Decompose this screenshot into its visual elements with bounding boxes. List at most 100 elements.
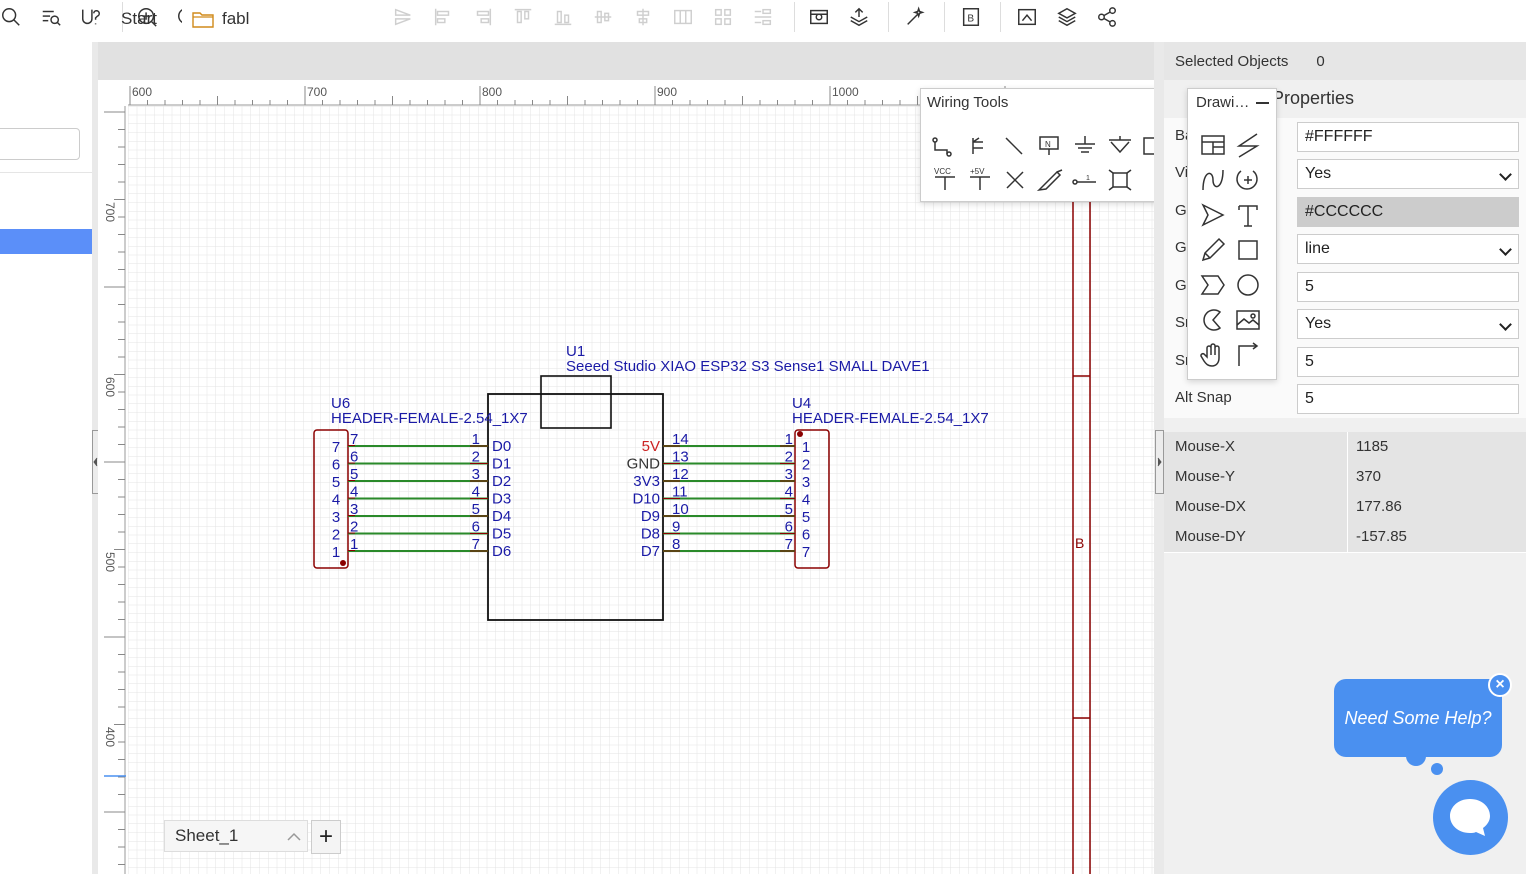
circle-icon[interactable]	[1233, 270, 1263, 300]
probe-icon[interactable]	[1035, 166, 1065, 194]
image-icon[interactable]	[1233, 305, 1263, 335]
hand-pan-icon[interactable]	[1198, 340, 1228, 370]
arrange-icon	[750, 4, 776, 30]
layers-up-icon[interactable]	[846, 4, 872, 30]
grid-color-value: #CCCCCC	[1305, 203, 1384, 220]
arrow-icon[interactable]	[1198, 200, 1228, 230]
mouse-x-label: Mouse-X	[1175, 438, 1236, 455]
dimension-icon[interactable]	[1233, 340, 1263, 370]
left-divider	[0, 172, 92, 173]
align-middle-icon	[590, 4, 616, 30]
folder-icon	[192, 12, 214, 28]
tabs-bar	[98, 42, 1154, 80]
chat-icon	[1450, 799, 1490, 836]
help-bubble[interactable]: Need Some Help?	[1334, 679, 1502, 757]
mouse-y-label: Mouse-Y	[1175, 468, 1236, 485]
distribute-vertical-icon	[710, 4, 736, 30]
wiring-tools-title: Wiring Tools	[927, 94, 1009, 111]
grid-style-select[interactable]: line	[1297, 234, 1519, 264]
wire-icon[interactable]	[930, 132, 960, 160]
left-search-input[interactable]	[0, 128, 80, 160]
plus-5v-icon[interactable]: +5V	[965, 166, 995, 194]
background-color-field[interactable]: #FFFFFF	[1297, 122, 1519, 152]
chevron-left-icon	[93, 457, 98, 467]
sheet-tab-label: Sheet_1	[175, 826, 239, 845]
tab-fabl[interactable]: fabl	[182, 0, 380, 38]
grid-size-field[interactable]: 5	[1297, 272, 1519, 302]
image-export-icon[interactable]	[806, 4, 832, 30]
mouse-dx-value: 177.86	[1356, 498, 1402, 515]
ruler-left-label: 600	[103, 377, 117, 397]
group-icon[interactable]	[1105, 166, 1135, 194]
svg-text:1: 1	[1086, 175, 1090, 182]
right-collapse-handle[interactable]	[1155, 430, 1164, 494]
chevron-right-icon	[1157, 457, 1162, 467]
tab-start[interactable]: Start	[98, 0, 180, 38]
vcc-icon[interactable]: VCC	[930, 166, 960, 194]
lightning-line-icon[interactable]	[1233, 130, 1263, 160]
alt-snap-field[interactable]: 5	[1297, 384, 1519, 414]
pin-icon[interactable]: 1	[1070, 166, 1100, 194]
prop-label-visible: Vi	[1175, 164, 1189, 181]
ruler-left-label: 400	[103, 727, 117, 747]
ruler-left: 700 600 500 400	[98, 106, 126, 874]
grid-style-value: line	[1305, 240, 1330, 257]
bus-icon[interactable]	[965, 132, 995, 160]
pencil-icon[interactable]	[1198, 235, 1228, 265]
zoom-in-icon[interactable]	[134, 4, 160, 30]
bezier-curve-icon[interactable]	[1198, 165, 1228, 195]
arc-center-icon[interactable]	[1233, 165, 1263, 195]
alt-snap-value: 5	[1305, 390, 1314, 407]
find-text-icon[interactable]	[38, 4, 64, 30]
help-close-button[interactable]: ×	[1488, 673, 1512, 697]
search-icon[interactable]	[0, 4, 24, 30]
grid-color-field[interactable]: #CCCCCC	[1297, 197, 1519, 227]
tab-fabl-label: fabl	[222, 9, 250, 28]
align-center-icon	[630, 4, 656, 30]
sheet-tab[interactable]: Sheet_1	[164, 820, 308, 852]
snap-select[interactable]: Yes	[1297, 309, 1519, 339]
align-right-icon	[470, 4, 496, 30]
no-connect-icon[interactable]	[1000, 166, 1030, 194]
magic-wand-icon[interactable]	[902, 4, 928, 30]
drawing-tools-title: Drawi…	[1196, 94, 1250, 111]
ruler-top-label: 1000	[832, 85, 859, 99]
mouse-dy-value: -157.85	[1356, 528, 1407, 545]
layers-icon[interactable]	[1054, 4, 1080, 30]
text-icon[interactable]	[1233, 200, 1263, 230]
ruler-top-label: 900	[657, 85, 677, 99]
net-label-icon[interactable]: N	[1035, 132, 1065, 160]
visible-select[interactable]: Yes	[1297, 159, 1519, 189]
chat-button[interactable]	[1433, 780, 1508, 855]
share-icon[interactable]	[1094, 4, 1120, 30]
convert-pcb-icon[interactable]	[1014, 4, 1040, 30]
ruler-left-label: 500	[103, 552, 117, 572]
bom-icon[interactable]: B	[958, 4, 984, 30]
help-bubble-tail	[1406, 746, 1443, 775]
selected-objects-count: 0	[1316, 52, 1325, 70]
grid-size-value: 5	[1305, 278, 1314, 295]
drawing-minimize-button[interactable]	[1256, 102, 1269, 104]
snap-size-field[interactable]: 5	[1297, 347, 1519, 377]
pie-icon[interactable]	[1198, 305, 1228, 335]
flip-vertical-icon	[390, 4, 416, 30]
ground-icon[interactable]	[1070, 132, 1100, 160]
bus-entry-icon[interactable]	[1000, 132, 1030, 160]
snap-size-value: 5	[1305, 353, 1314, 370]
mouse-dy-label: Mouse-DY	[1175, 528, 1246, 545]
table-icon[interactable]	[1198, 130, 1228, 160]
svg-text:VCC: VCC	[934, 167, 951, 176]
add-sheet-button[interactable]: +	[311, 820, 341, 854]
svg-text:N: N	[1045, 140, 1051, 149]
schematic-canvas[interactable]	[98, 80, 1154, 874]
left-selected-item[interactable]	[0, 229, 92, 254]
annotate-icon[interactable]	[78, 4, 104, 30]
background-color-value: #FFFFFF	[1305, 128, 1373, 145]
rectangle-icon[interactable]	[1233, 235, 1263, 265]
analog-ground-icon[interactable]	[1105, 132, 1135, 160]
polygon-icon[interactable]	[1198, 270, 1228, 300]
ruler-top-label: 800	[482, 85, 502, 99]
chevron-up-icon[interactable]	[287, 832, 301, 842]
